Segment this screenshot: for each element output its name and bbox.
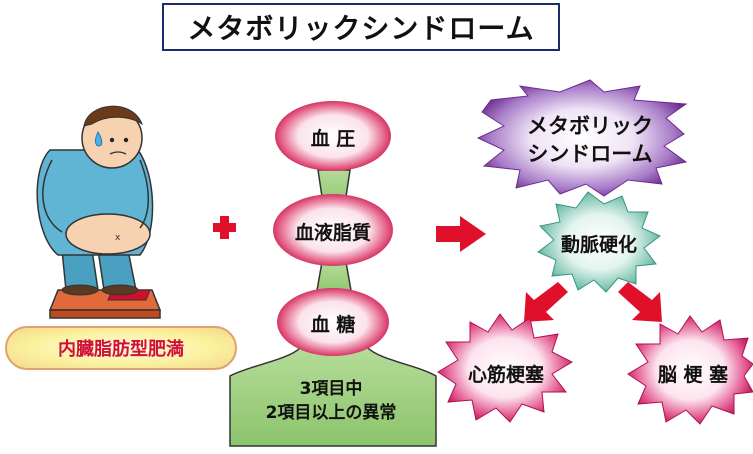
- factor-blood-lipids: 血液脂質: [294, 222, 371, 244]
- arteriosclerosis-label: 動脈硬化: [560, 234, 637, 256]
- oval-blood-lipids: [273, 194, 393, 266]
- cerebral-infarction-label: 脳 梗 塞: [657, 364, 729, 386]
- result-line-1: メタボリック: [527, 114, 653, 138]
- burst-cerebral-infarction: [627, 315, 753, 425]
- plus-icon: [213, 216, 236, 239]
- criteria-line-2: 2項目以上の異常: [265, 403, 397, 423]
- burst-metabolic-syndrome: [476, 79, 688, 197]
- burst-myocardial-infarction: [437, 313, 574, 423]
- title-box: メタボリックシンドローム: [162, 3, 560, 51]
- down-right-arrow-icon: [618, 282, 662, 322]
- page-title: メタボリックシンドローム: [187, 12, 535, 45]
- down-left-arrow-icon: [524, 282, 568, 322]
- result-line-2: シンドローム: [527, 142, 653, 166]
- person-on-scale-illustration: x: [36, 105, 162, 319]
- oval-blood-sugar: [277, 288, 389, 356]
- myocardial-infarction-label: 心筋梗塞: [467, 364, 544, 386]
- result-label: メタボリック シンドローム: [520, 112, 660, 168]
- svg-text:x: x: [115, 233, 121, 243]
- visceral-fat-obesity-label: 内臓脂肪型肥満: [5, 326, 237, 370]
- criteria-line-1: 3項目中: [299, 379, 363, 399]
- burst-arteriosclerosis: [537, 191, 661, 293]
- right-arrow-icon: [436, 216, 486, 252]
- visceral-fat-obesity-text: 内臓脂肪型肥満: [58, 339, 184, 360]
- criteria-text: 3項目中 2項目以上の異常: [228, 377, 434, 425]
- factor-blood-sugar: 血 糖: [310, 314, 356, 336]
- factor-blood-pressure: 血 圧: [310, 128, 356, 150]
- oval-blood-pressure: [275, 101, 391, 171]
